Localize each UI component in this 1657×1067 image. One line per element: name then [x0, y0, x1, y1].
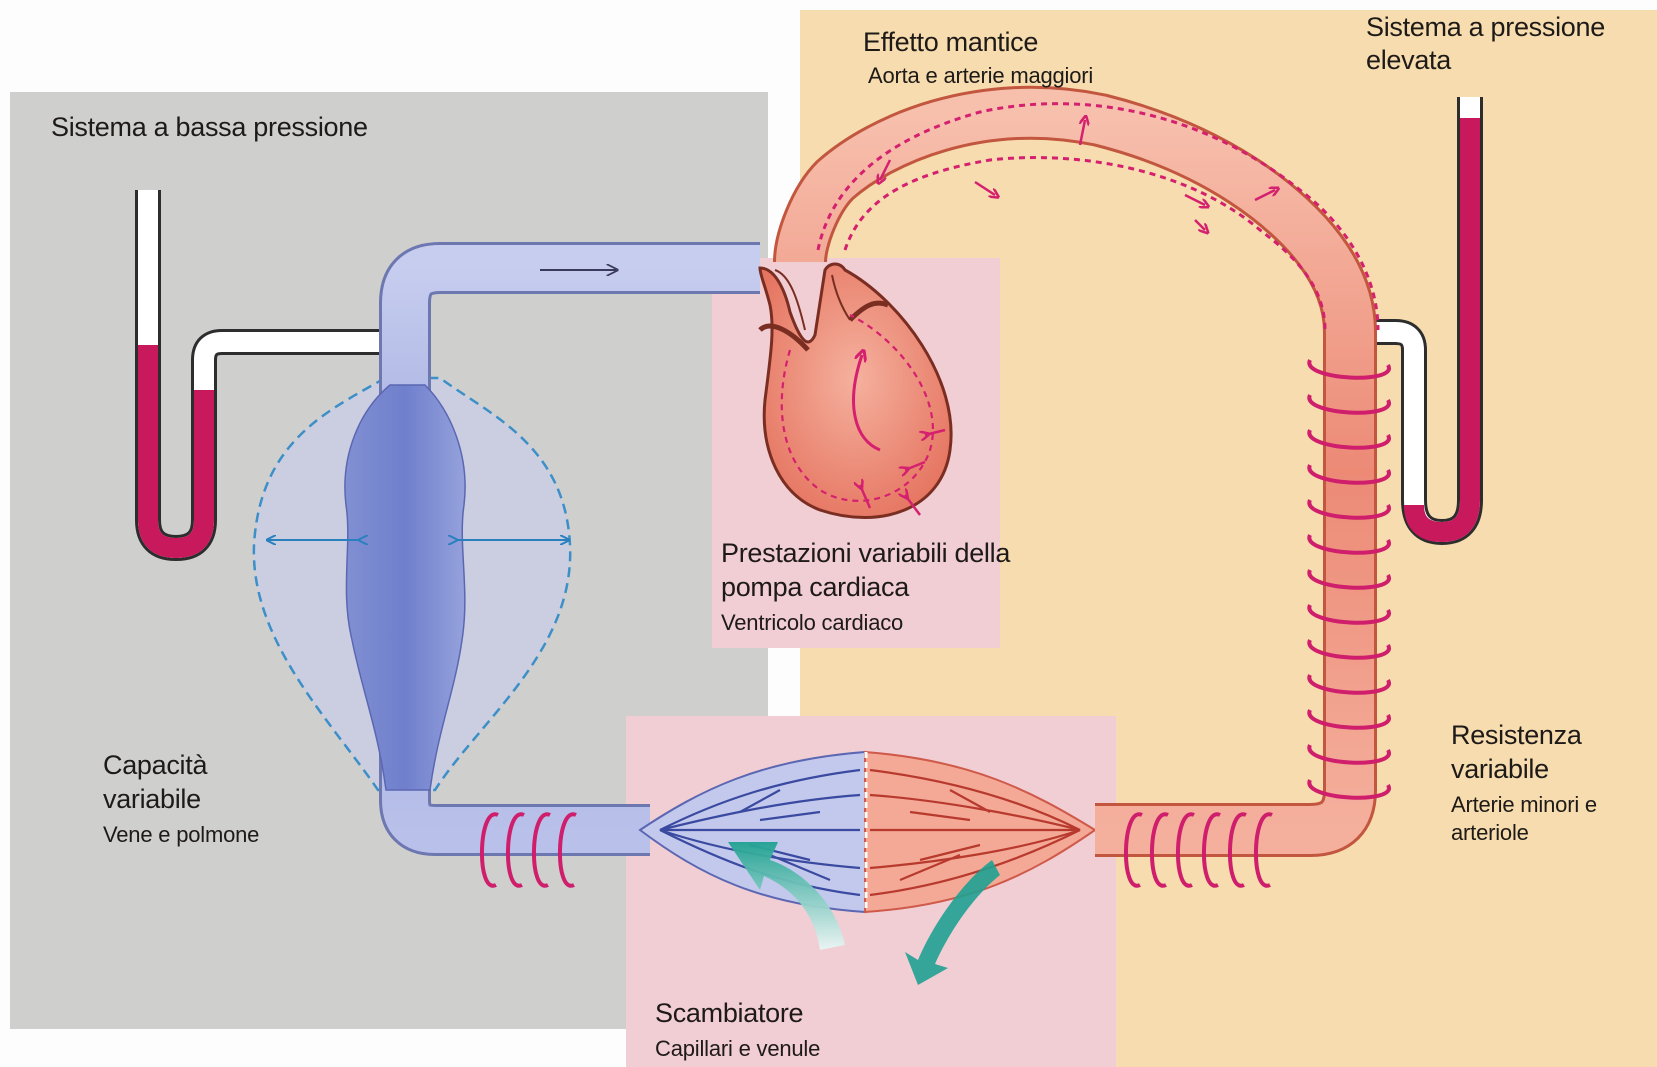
resistance-title-line1: Resistenza: [1451, 720, 1582, 751]
high-pressure-title-line1: Sistema a pressione: [1366, 12, 1605, 43]
resistance-subtitle-line1: Arterie minori e: [1451, 792, 1597, 817]
high-pressure-title-line2: elevata: [1366, 45, 1451, 76]
low-pressure-title: Sistema a bassa pressione: [51, 112, 368, 143]
resistance-subtitle-line2: arteriole: [1451, 820, 1529, 845]
bellows-title: Effetto mantice: [863, 27, 1038, 58]
exchanger-title: Scambiatore: [655, 998, 803, 1029]
capacity-subtitle: Vene e polmone: [103, 822, 259, 847]
bellows-subtitle: Aorta e arterie maggiori: [868, 63, 1093, 88]
capacity-title-line2: variabile: [103, 784, 201, 815]
pump-title-line1: Prestazioni variabili della: [721, 538, 1010, 569]
pump-title-line2: pompa cardiaca: [721, 572, 909, 603]
resistance-title-line2: variabile: [1451, 754, 1549, 785]
capacity-title-line1: Capacità: [103, 750, 207, 781]
exchanger-subtitle: Capillari e venule: [655, 1036, 820, 1061]
pump-subtitle: Ventricolo cardiaco: [721, 610, 903, 635]
